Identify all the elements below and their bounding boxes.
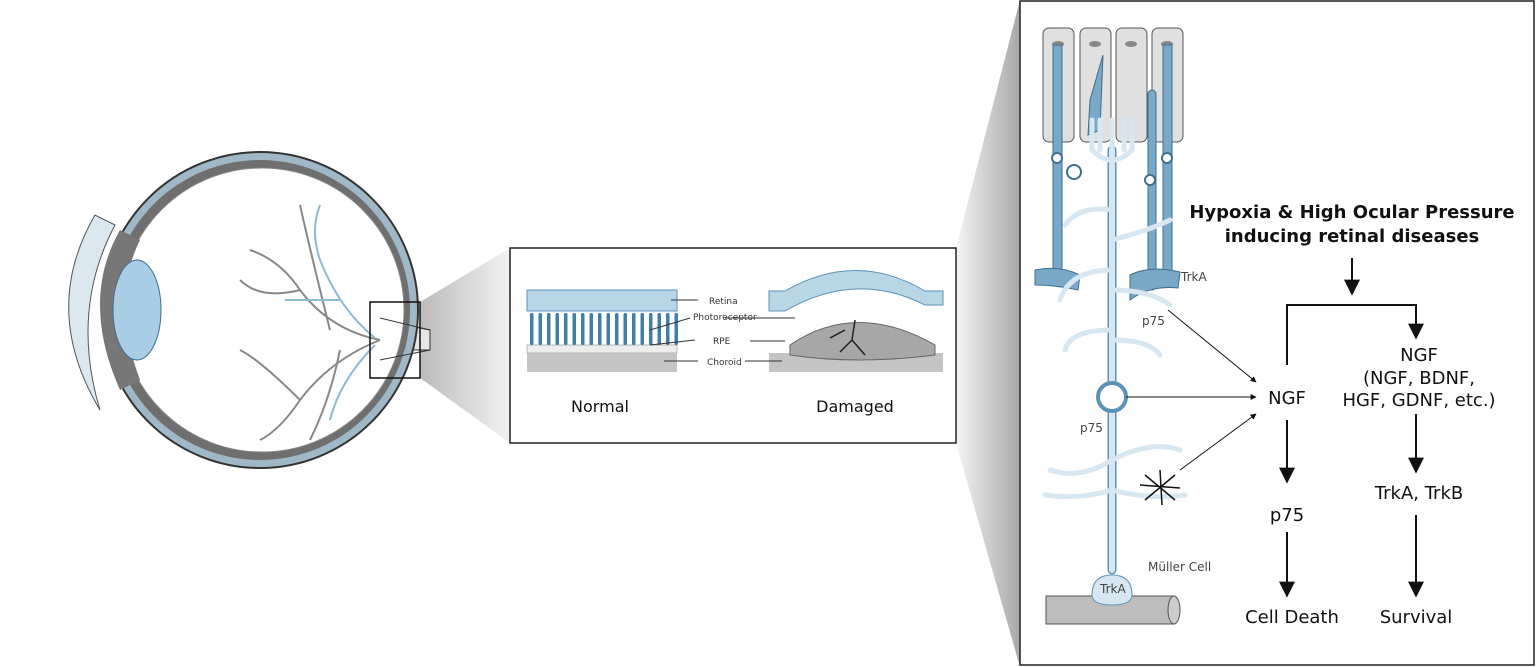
photoreceptor-rod	[674, 313, 678, 345]
microglia-icon	[1139, 469, 1181, 506]
eye-illustration	[68, 151, 431, 469]
caption-damaged: Damaged	[816, 397, 894, 416]
photoreceptor-rod	[538, 313, 542, 345]
photoreceptor-rod	[530, 313, 534, 345]
ngf-right-line2: (NGF, BDNF,	[1363, 368, 1475, 389]
lens-icon	[112, 259, 162, 361]
photoreceptor-rod	[649, 313, 653, 345]
p75-node: p75	[1270, 505, 1304, 526]
pathway-arrows	[1279, 258, 1424, 598]
photoreceptor-cells	[1034, 27, 1184, 301]
photoreceptor-rod	[572, 313, 576, 345]
photoreceptor-rod	[632, 313, 636, 345]
pathway-title-line1: Hypoxia & High Ocular Pressure	[1189, 202, 1514, 223]
survival-node: Survival	[1380, 607, 1453, 628]
signal-arrows	[1126, 309, 1257, 471]
blood-vessel	[1045, 574, 1181, 625]
photoreceptor-rod	[657, 313, 661, 345]
photoreceptor-rod	[581, 313, 585, 345]
normal-retina-section	[526, 289, 678, 372]
photoreceptor-rod	[640, 313, 644, 345]
label-rpe: RPE	[713, 337, 731, 347]
ngf-left: NGF	[1268, 388, 1306, 409]
label-p75-top: p75	[1142, 314, 1165, 328]
zoom-funnel-1	[420, 248, 510, 443]
damaged-retina-section	[768, 270, 944, 372]
photoreceptor-rod	[606, 313, 610, 345]
photoreceptor-rod	[555, 313, 559, 345]
muller-cell	[1042, 117, 1188, 575]
photoreceptor-rod	[564, 313, 568, 345]
photoreceptor-rod	[623, 313, 627, 345]
photoreceptor-rod	[666, 313, 670, 345]
label-trka-top: TrkA	[1180, 270, 1207, 284]
photoreceptor-rod	[598, 313, 602, 345]
label-p75-mid: p75	[1080, 421, 1103, 435]
trk-node: TrkA, TrkB	[1374, 483, 1463, 504]
label-photoreceptor: Photoreceptor	[693, 313, 757, 323]
photoreceptor-rod	[615, 313, 619, 345]
ngf-right-line1: NGF	[1400, 345, 1438, 366]
zoom-funnel-2	[956, 0, 1020, 667]
ngf-right-line3: HGF, GDNF, etc.)	[1342, 390, 1495, 411]
photoreceptor-rod	[589, 313, 593, 345]
retinal-vessels-icon	[239, 204, 381, 441]
photoreceptor-rod	[547, 313, 551, 345]
label-choroid: Choroid	[707, 358, 742, 368]
label-trka-foot: TrkA	[1099, 582, 1126, 596]
pathway-title-line2: inducing retinal diseases	[1225, 226, 1480, 247]
label-retina: Retina	[709, 297, 738, 307]
caption-normal: Normal	[571, 397, 629, 416]
zoom-box	[369, 301, 421, 379]
label-muller-cell: Müller Cell	[1148, 560, 1211, 574]
cell-death-node: Cell Death	[1245, 607, 1339, 628]
